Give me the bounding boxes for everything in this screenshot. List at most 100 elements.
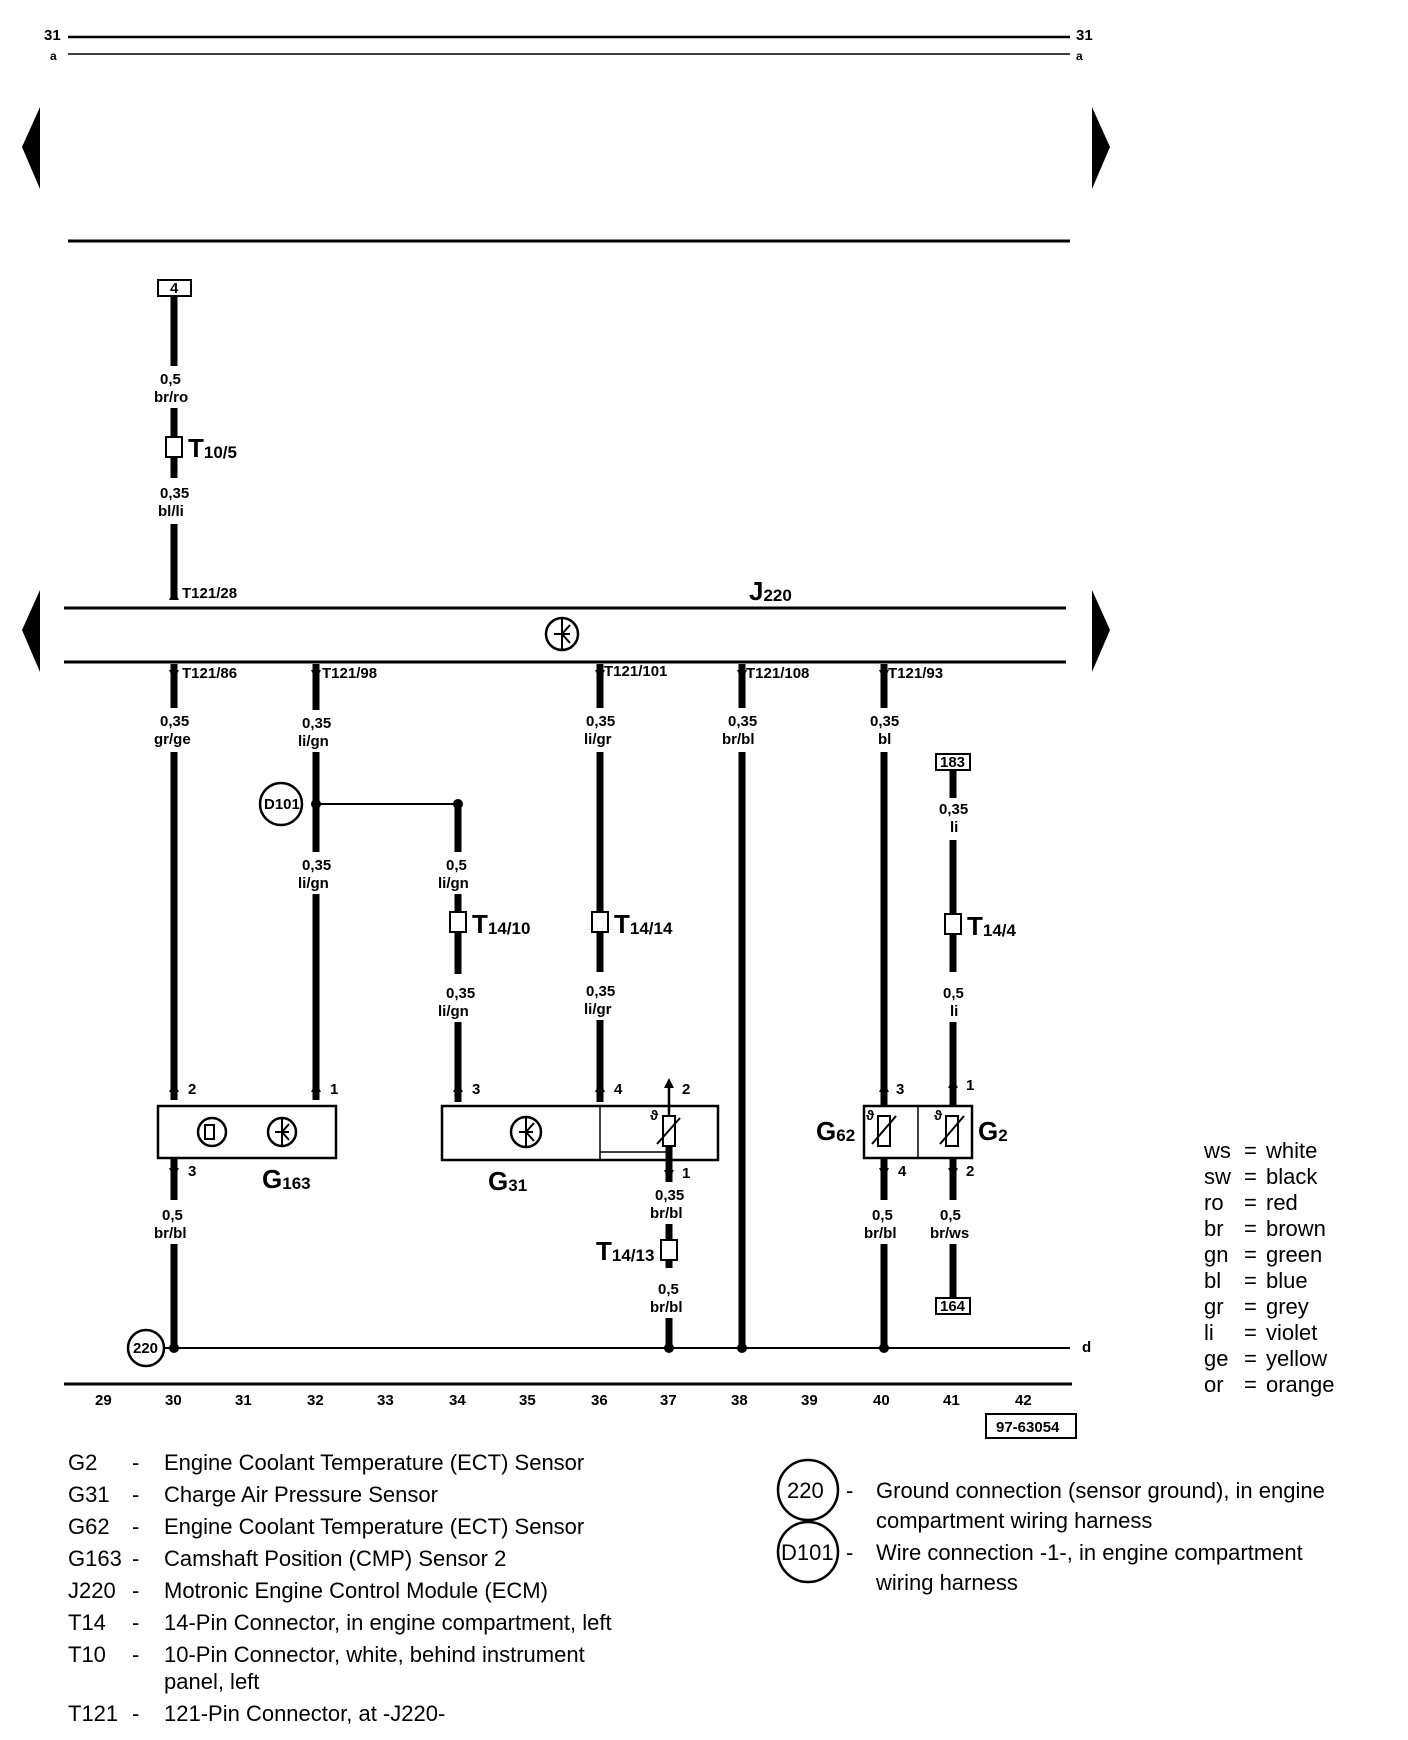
- wire-41c-color: br/ws: [930, 1225, 969, 1242]
- legend-dash: -: [846, 1478, 853, 1503]
- wire-34a-color: li/gn: [438, 875, 469, 892]
- header-left-a: a: [50, 49, 57, 63]
- terminal-box-183-label: 183: [940, 754, 965, 771]
- g31-pin-4: 4: [614, 1081, 623, 1098]
- color-eq: =: [1244, 1216, 1257, 1241]
- legend-dash: -: [132, 1578, 139, 1603]
- color-eq: =: [1244, 1320, 1257, 1345]
- legend-d101-desc2: wiring harness: [875, 1570, 1018, 1595]
- color-name: black: [1266, 1164, 1318, 1189]
- arrow-up-icon: [453, 1082, 463, 1092]
- connector-t10-icon: [165, 436, 183, 458]
- pin-t121-108: T121/108: [746, 665, 809, 682]
- wire-34b-size: 0,35: [446, 985, 475, 1002]
- nav-prev-arrow-mid[interactable]: [22, 590, 40, 672]
- wire-30-size-b: 0,35: [160, 485, 189, 502]
- g2-pin-2: 2: [966, 1163, 974, 1180]
- wire-40b-color: br/bl: [864, 1225, 897, 1242]
- wire-36b-size: 0,35: [586, 983, 615, 1000]
- wire-37b-size: 0,5: [658, 1281, 679, 1298]
- column-number: 31: [235, 1392, 252, 1409]
- color-name: brown: [1266, 1216, 1326, 1241]
- arrow-up-icon: [664, 1078, 674, 1088]
- arrow-up-icon: [169, 590, 179, 600]
- component-desc-cont: panel, left: [164, 1669, 259, 1694]
- color-eq: =: [1244, 1242, 1257, 1267]
- arrow-down-icon: [169, 1168, 179, 1178]
- component-id: T10: [68, 1642, 106, 1667]
- connector-t14-13-label: T14/13: [596, 1236, 654, 1266]
- wire-34a-size: 0,5: [446, 857, 467, 874]
- wire-36a-color: li/gr: [584, 731, 612, 748]
- wire-36b-color: li/gr: [584, 1001, 612, 1018]
- g31-label: G31: [488, 1166, 527, 1196]
- nav-next-arrow-mid[interactable]: [1092, 590, 1110, 672]
- color-eq: =: [1244, 1138, 1257, 1163]
- column-number: 29: [95, 1392, 112, 1409]
- wire-41c-size: 0,5: [940, 1207, 961, 1224]
- g31-pin-3: 3: [472, 1081, 480, 1098]
- nav-next-arrow-top[interactable]: [1092, 107, 1110, 189]
- wire-34b-color: li/gn: [438, 1003, 469, 1020]
- legend-dash: -: [132, 1450, 139, 1475]
- color-eq: =: [1244, 1372, 1257, 1397]
- legend-dash: -: [132, 1514, 139, 1539]
- component-id: T121: [68, 1701, 118, 1726]
- component-id: T14: [68, 1610, 106, 1635]
- electronic-icon: [266, 1116, 298, 1148]
- component-desc: 14-Pin Connector, in engine compartment,…: [164, 1610, 612, 1635]
- wire-30a-size: 0,35: [160, 713, 189, 730]
- wire-41b-size: 0,5: [943, 985, 964, 1002]
- wire-32b-color: li/gn: [298, 875, 329, 892]
- connector-t14-4-label: T14/4: [967, 911, 1017, 941]
- color-code: gr: [1204, 1294, 1224, 1319]
- wire-41b-color: li: [950, 1003, 958, 1020]
- g62-pin-3: 3: [896, 1081, 904, 1098]
- legend-dash: -: [132, 1546, 139, 1571]
- ground-junction: [169, 1343, 179, 1353]
- component-desc: 121-Pin Connector, at -J220-: [164, 1701, 445, 1726]
- connection-d101-label: D101: [264, 796, 300, 813]
- legend-ground-220-desc: Ground connection (sensor ground), in en…: [876, 1478, 1325, 1503]
- component-desc: Engine Coolant Temperature (ECT) Sensor: [164, 1514, 584, 1539]
- connector-t14-13-icon: [660, 1239, 678, 1261]
- connector-t14-14-label: T14/14: [614, 909, 673, 939]
- legend-d101-desc: Wire connection -1-, in engine compartme…: [876, 1540, 1303, 1565]
- arrow-up-icon: [948, 1078, 958, 1088]
- ground-220-circle: [126, 1328, 166, 1368]
- color-eq: =: [1244, 1294, 1257, 1319]
- ground-junction: [664, 1343, 674, 1353]
- g62-pin-4: 4: [898, 1163, 907, 1180]
- color-code: gn: [1204, 1242, 1228, 1267]
- column-number: 39: [801, 1392, 818, 1409]
- wire-37b-color: br/bl: [650, 1299, 683, 1316]
- arrow-up-icon: [311, 1082, 321, 1092]
- column-number: 32: [307, 1392, 324, 1409]
- column-number: 35: [519, 1392, 536, 1409]
- color-eq: =: [1244, 1190, 1257, 1215]
- connection-legend: 220 - Ground connection (sensor ground),…: [776, 1458, 1325, 1595]
- wire-37a-size: 0,35: [655, 1187, 684, 1204]
- component-id: G62: [68, 1514, 110, 1539]
- arrow-down-icon: [664, 1170, 674, 1180]
- color-name: orange: [1266, 1372, 1335, 1397]
- color-name: grey: [1266, 1294, 1309, 1319]
- color-name: blue: [1266, 1268, 1308, 1293]
- g31-pin-2: 2: [682, 1081, 690, 1098]
- arrow-up-icon: [879, 1082, 889, 1092]
- wire-32a-size: 0,35: [302, 715, 331, 732]
- legend-dash: -: [846, 1540, 853, 1565]
- arrow-down-icon: [311, 670, 321, 680]
- column-number: 33: [377, 1392, 394, 1409]
- legend-d101-id: D101: [781, 1540, 834, 1565]
- pin-t121-28: T121/28: [182, 585, 237, 602]
- column-number: 37: [660, 1392, 677, 1409]
- wire-36a-size: 0,35: [586, 713, 615, 730]
- ground-junction: [737, 1343, 747, 1353]
- nav-prev-arrow-top[interactable]: [22, 107, 40, 189]
- header-lines: [68, 35, 1070, 243]
- component-legend: G2-Engine Coolant Temperature (ECT) Sens…: [68, 1450, 612, 1726]
- pin-t121-93: T121/93: [888, 665, 943, 682]
- connector-t10-label: T10/5: [188, 433, 237, 463]
- wire-38-size: 0,35: [728, 713, 757, 730]
